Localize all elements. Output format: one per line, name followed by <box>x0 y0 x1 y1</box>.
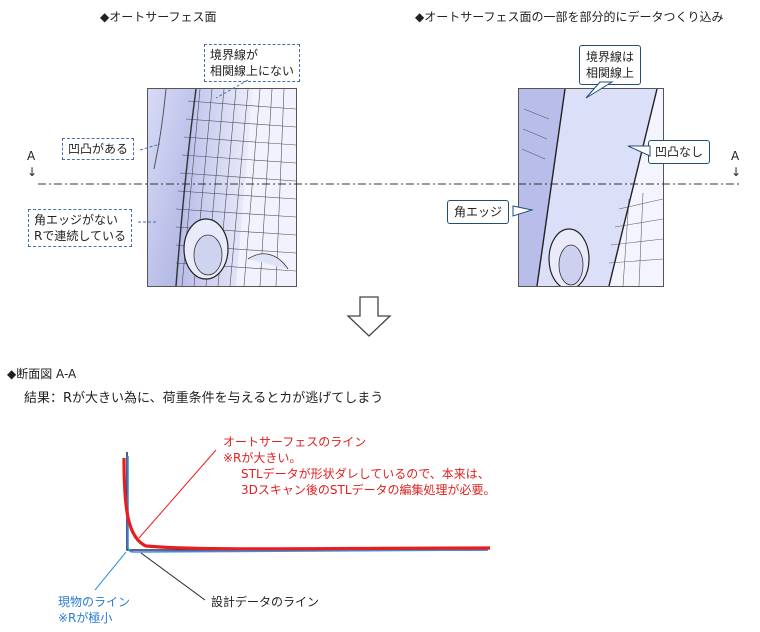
right-heading: ◆オートサーフェス面の一部を部分的にデータつくり込み <box>415 10 724 24</box>
actual-line-label-line2: ※Rが極小 <box>58 611 113 625</box>
cross-section-diagram <box>94 449 491 601</box>
left-boundary-callout-line2: 相関線上にない <box>210 64 295 78</box>
actual-line <box>127 456 489 553</box>
left-boundary-callout: 境界線が 相関線上にない <box>204 44 301 82</box>
auto-surface-label-line4: 3Dスキャン後のSTLデータの編集処理が必要。 <box>241 483 496 497</box>
left-heading: ◆オートサーフェス面 <box>100 10 217 24</box>
left-edge-callout: 角エッジがない Rで連続している <box>28 209 132 247</box>
auto-surface-label-line3: STLデータが形状ダレしているので、本来は、 <box>241 467 490 481</box>
auto-surface-label-line2: ※Rが大きい。 <box>223 451 302 465</box>
left-edge-callout-line1: 角エッジがない <box>34 213 119 227</box>
section-heading: ◆断面図 A-A <box>7 367 77 381</box>
actual-line-label-line1: 現物のライン <box>58 595 131 609</box>
right-surface-view <box>518 88 664 287</box>
actual-line-label: 現物のライン ※Rが極小 <box>58 594 130 626</box>
red-pointer <box>138 449 217 539</box>
right-edge-callout: 角エッジ <box>447 200 510 224</box>
right-surface-render <box>519 89 663 286</box>
left-edge-callout-line2: Rで連続している <box>34 229 126 243</box>
left-boundary-callout-line1: 境界線が <box>210 48 259 62</box>
blue-pointer <box>94 551 127 591</box>
auto-surface-label: オートサーフェスのライン ※Rが大きい。 STLデータが形状ダレしているので、本… <box>223 434 496 498</box>
right-edge-pointer <box>512 205 534 217</box>
auto-surface-label-line1: オートサーフェスのライン <box>223 435 367 449</box>
right-boundary-callout: 境界線は 相関線上 <box>579 45 642 85</box>
design-line-label: 設計データのライン <box>211 595 320 609</box>
section-mark-left: A <box>27 149 36 163</box>
right-boundary-callout-line1: 境界線は <box>586 50 635 64</box>
left-bump-callout: 凹凸がある <box>62 138 135 160</box>
right-boundary-pointer <box>585 81 614 99</box>
left-surface-render <box>148 89 296 286</box>
auto-surface-line <box>122 457 491 551</box>
right-no-bump-pointer <box>627 145 651 157</box>
left-boundary-pointer <box>215 79 249 99</box>
result-text: 結果：Rが大きい為に、荷重条件を与えるとカが逃げてしまう <box>24 391 384 406</box>
top-overlay-lines <box>38 79 740 223</box>
dark-pointer <box>140 552 206 601</box>
section-arrow-left: ↓ <box>27 165 38 179</box>
section-arrow-right: ↓ <box>731 165 742 179</box>
left-surface-view <box>147 88 297 287</box>
down-arrow-icon <box>346 296 392 337</box>
section-mark-right: A <box>731 149 740 163</box>
left-bump-pointer <box>139 143 161 151</box>
right-boundary-callout-line2: 相関線上 <box>586 66 635 80</box>
